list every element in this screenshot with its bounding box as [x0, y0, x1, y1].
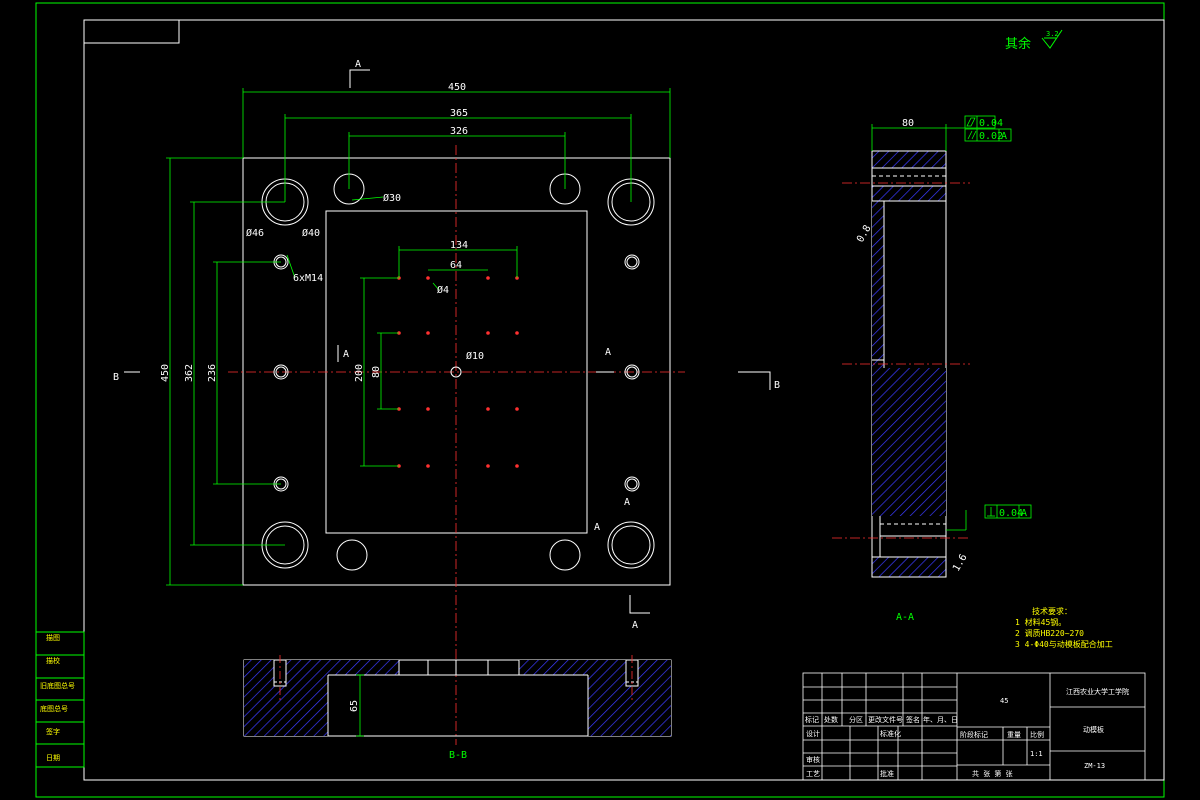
dim-thread-callout: 6xM14: [293, 273, 323, 284]
fcf-perpendicular-value: 0.04: [999, 508, 1023, 519]
tb-stage-mark: 阶段标记: [960, 730, 988, 739]
guide-pin-hole-icon: [261, 178, 655, 569]
bottom-view-title: B-B: [449, 750, 467, 761]
roughness-symbol-icon: [1041, 29, 1063, 49]
title-block: [802, 672, 1146, 781]
dim-cav-spacing-y2: 80: [371, 366, 382, 378]
tech-notes: 技术要求： 1 材料45钢。 2 调质HB220~270 3 4-Φ40与动模板…: [1015, 606, 1113, 649]
dim-center-hole-dia: Ø10: [466, 350, 484, 362]
center-hole-icon: [450, 366, 462, 378]
section-mark-a-top: A: [355, 59, 361, 70]
fcf-parallel-datum: A: [1001, 131, 1007, 142]
left-strip: 描图 描校 旧底图总号 底图总号 签字 日期: [35, 631, 85, 768]
dim-return-dia: Ø30: [383, 192, 401, 204]
cavity-hole-grid: [397, 276, 519, 468]
dim-guide-dia-inner: Ø40: [302, 227, 320, 239]
dim-depth: 65: [349, 700, 360, 712]
section-mark-a-lower-right: A: [624, 497, 630, 508]
strip-label-4: 底图总号: [40, 704, 68, 713]
tech-notes-title: 技术要求：: [1032, 606, 1072, 616]
tb-company: 江西农业大学工学院: [1066, 687, 1129, 696]
dim-guide-spacing-x: 365: [450, 108, 468, 119]
dim-return-spacing-x: 326: [450, 126, 468, 137]
tb-approve: 批准: [880, 769, 894, 778]
fcf-parallel-value: 0.02: [979, 131, 1003, 142]
angle-mark-top: 0.8: [855, 223, 874, 244]
tb-standardize: 标准化: [880, 729, 901, 738]
dim-small-hole-dia: Ø4: [437, 284, 449, 296]
tb-ratio: 比例: [1030, 730, 1044, 739]
roughness-value: 3.2: [1046, 30, 1059, 38]
dim-cav-spacing-x: 134: [450, 240, 468, 251]
dim-cav-pitch-x: 64: [450, 260, 462, 271]
roughness-label: 其余: [1005, 36, 1031, 52]
tb-header-change: 更改文件号: [868, 715, 903, 724]
fcf-flatness-value: 0.04: [979, 118, 1003, 129]
section-mark-b-right: B: [774, 380, 780, 391]
plate-outline: [242, 157, 671, 586]
tb-header-zone: 分区: [849, 715, 863, 724]
strip-label-3: 旧底图总号: [40, 681, 75, 690]
plan-view: 450 365 326 134 64 450 362 236 200 80 Ø4…: [113, 59, 780, 745]
side-view: 80 0.04 0.02 A 0.04 A 0.8 1.6 A-A: [832, 115, 1032, 623]
strip-label-5: 签字: [46, 727, 60, 736]
tb-weight: 重量: [1007, 731, 1021, 739]
section-mark-a-lower-left: A: [594, 522, 600, 533]
bottom-view: 65 B-B: [243, 655, 672, 761]
code-box: [83, 19, 180, 44]
fcf-perpendicular-datum: A: [1021, 508, 1027, 519]
section-mark-b-left: B: [113, 372, 119, 383]
tb-sheet-info: 共 张 第 张: [972, 769, 1013, 778]
tb-part-name: 动模板: [1083, 725, 1104, 734]
tb-scale: 1:1: [1030, 750, 1043, 758]
tb-process: 工艺: [806, 770, 820, 778]
dim-screw-spacing-y: 236: [207, 364, 218, 382]
dim-overall-height: 450: [160, 364, 171, 382]
screw-hole-icon: [273, 254, 640, 492]
section-mark-a-bottom: A: [632, 620, 638, 631]
dim-thickness: 80: [902, 118, 914, 129]
tb-header-date: 年、月、日: [923, 715, 958, 724]
tb-review: 审核: [806, 755, 820, 764]
tb-material: 45: [1000, 697, 1008, 705]
dim-overall-width: 450: [448, 82, 466, 93]
tb-header-sign: 签名: [906, 715, 920, 724]
tb-drawing-no: ZM-13: [1084, 762, 1105, 770]
side-view-title: A-A: [896, 612, 914, 623]
angle-mark-bottom: 1.6: [951, 552, 970, 573]
strip-label-6: 日期: [46, 754, 60, 762]
tech-note-1: 1 材料45钢。: [1015, 617, 1066, 627]
dim-cav-spacing-y1: 200: [354, 364, 365, 382]
tb-header-mark: 标记: [805, 715, 819, 724]
inner-frame: [83, 19, 1165, 781]
tech-note-2: 2 调质HB220~270: [1015, 628, 1084, 638]
strip-label-1: 描图: [46, 633, 60, 642]
tech-note-3: 3 4-Φ40与动模板配合加工: [1015, 639, 1113, 649]
dim-guide-dia-outer: Ø46: [246, 227, 264, 239]
tb-design: 设计: [806, 729, 820, 738]
dim-inner-spacing-y: 362: [184, 364, 195, 382]
section-mark-a-inner-left: A: [343, 349, 349, 360]
strip-label-2: 描校: [46, 656, 60, 665]
tb-header-count: 处数: [824, 715, 838, 724]
section-mark-a-inner-right: A: [605, 347, 611, 358]
